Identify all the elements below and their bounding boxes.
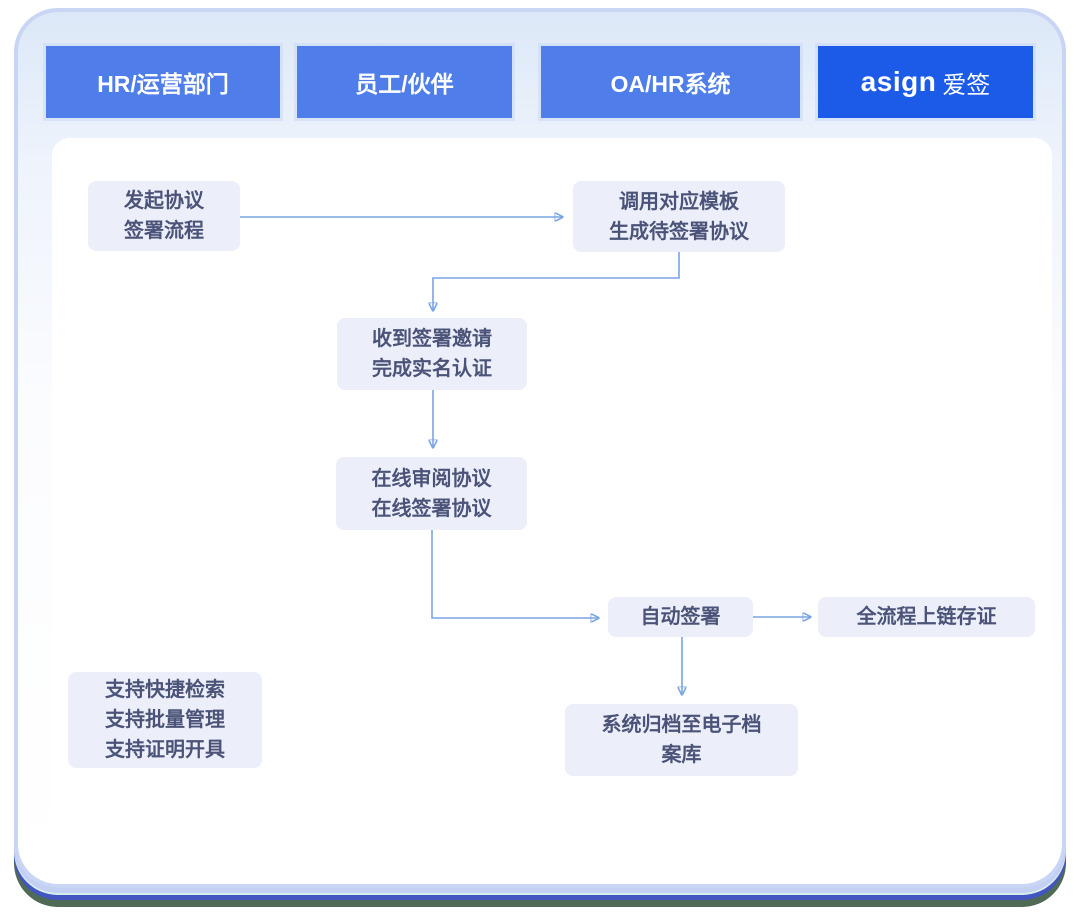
asign-logo-text: asign <box>860 66 937 97</box>
node-initiate-flow: 发起协议 签署流程 <box>88 181 240 251</box>
node-online-review-sign: 在线审阅协议 在线签署协议 <box>336 457 527 530</box>
lane-header-asign-brand: asign 爱签 <box>818 46 1033 118</box>
arrow-review-to-autosign <box>431 530 598 618</box>
node-support-features: 支持快捷检索 支持批量管理 支持证明开具 <box>68 672 262 768</box>
node-chain-evidence: 全流程上链存证 <box>818 597 1035 637</box>
lane-header-hr-operations: HR/运营部门 <box>46 46 280 118</box>
asign-logo-chinese: 爱签 <box>942 71 991 99</box>
node-auto-sign: 自动签署 <box>608 597 753 637</box>
lane-header-employee-partner: 员工/伙伴 <box>297 46 512 118</box>
node-archive-to-eLibrary: 系统归档至电子档 案库 <box>565 704 798 776</box>
node-generate-agreement: 调用对应模板 生成待签署协议 <box>573 181 785 252</box>
lane-header-oa-hr-system: OA/HR系统 <box>541 46 800 118</box>
node-receive-invite-authenticate: 收到签署邀请 完成实名认证 <box>337 318 527 390</box>
arrow-template-to-invite <box>433 252 680 310</box>
